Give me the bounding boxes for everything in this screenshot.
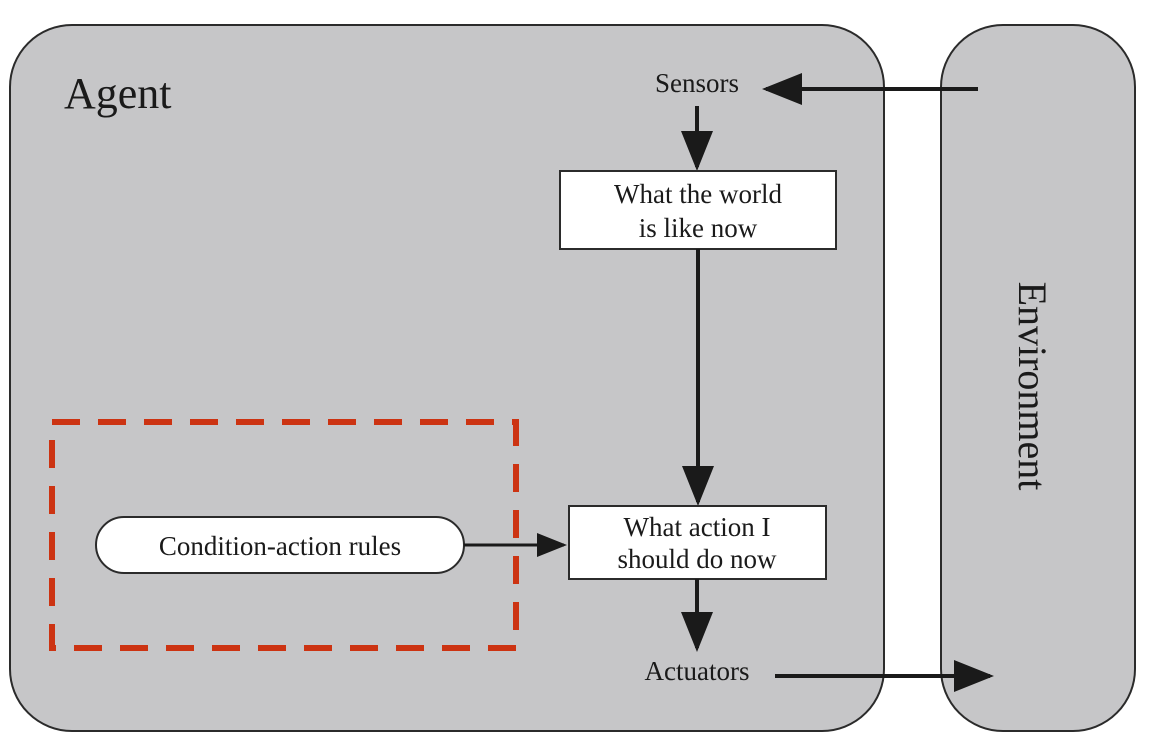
agent-container: [9, 24, 885, 732]
actuators-label: Actuators: [645, 656, 750, 686]
agent-title: Agent: [64, 69, 172, 118]
action-line2: should do now: [617, 544, 777, 574]
world-state-line2: is like now: [639, 213, 758, 243]
action-box: [568, 505, 827, 580]
world-state-line1: What the world: [614, 179, 782, 209]
action-line1: What action I: [624, 512, 771, 542]
sensors-label: Sensors: [655, 68, 739, 98]
condition-action-rules-label: Condition-action rules: [159, 531, 401, 561]
environment-container: [940, 24, 1136, 732]
highlight-dashed-box: [49, 419, 519, 651]
world-state-box: [559, 170, 837, 250]
environment-title: Environment: [1010, 282, 1055, 491]
